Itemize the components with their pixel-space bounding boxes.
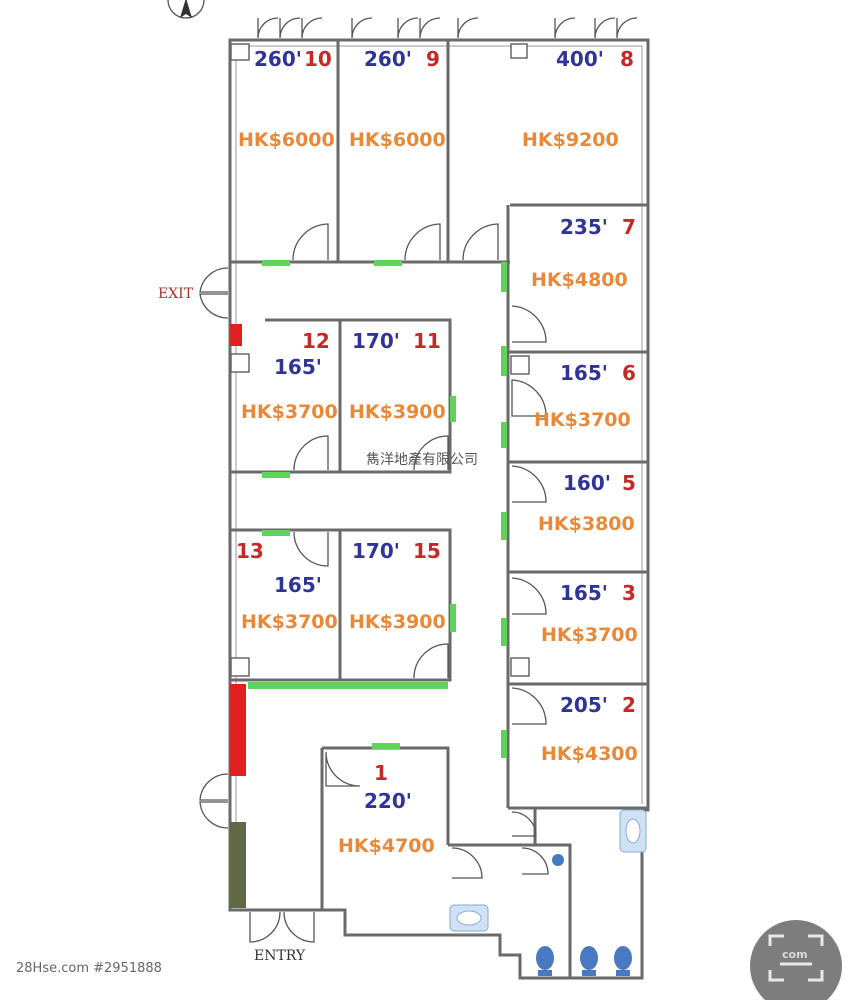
- room-size: 205': [560, 693, 608, 717]
- columns: [230, 43, 530, 677]
- room-size: 235': [560, 215, 608, 239]
- logo-text: com: [782, 948, 808, 961]
- room-number: 11: [413, 329, 441, 353]
- room-doors: [292, 223, 549, 879]
- toilet-icon: [580, 946, 598, 976]
- room-5: 160' 5 HK$3800: [538, 471, 636, 535]
- room-13: 13 165' HK$3700: [236, 539, 338, 633]
- room-price: HK$4700: [338, 835, 435, 857]
- room-number: 12: [302, 329, 330, 353]
- room-size: 220': [364, 789, 412, 813]
- room-number: 1: [374, 761, 388, 785]
- room-size: 170': [352, 539, 400, 563]
- room-price: HK$6000: [238, 129, 335, 151]
- room-number: 3: [622, 581, 636, 605]
- room-size: 260': [364, 47, 412, 71]
- room-number: 6: [622, 361, 636, 385]
- room-price: HK$3700: [241, 401, 338, 423]
- room-price: HK$3700: [541, 624, 638, 646]
- entry-door: [249, 911, 315, 943]
- room-size: 165': [274, 355, 322, 379]
- room-15: 170' 15 HK$3900: [349, 539, 446, 633]
- room-10: 260' 10 HK$6000: [238, 47, 335, 151]
- north-arrow-icon: [167, 0, 205, 19]
- agency-watermark: 雋洋地產有限公司: [366, 451, 478, 468]
- room-7: 235' 7 HK$4800: [531, 215, 636, 291]
- room-number: 5: [622, 471, 636, 495]
- room-size: 165': [560, 361, 608, 385]
- room-number: 10: [304, 47, 332, 71]
- exit-door: [199, 267, 229, 319]
- room-price: HK$9200: [522, 129, 619, 151]
- room-3: 165' 3 HK$3700: [541, 581, 638, 646]
- room-6: 165' 6 HK$3700: [534, 361, 636, 431]
- room-price: HK$3900: [349, 611, 446, 633]
- exit-label: EXIT: [158, 286, 194, 302]
- outer-walls: [228, 38, 650, 980]
- room-size: 165': [274, 573, 322, 597]
- room-size: 165': [560, 581, 608, 605]
- toilet-icon: [614, 946, 632, 976]
- entry-label: ENTRY: [254, 948, 306, 964]
- room-number: 13: [236, 539, 264, 563]
- fire-markers: [230, 324, 246, 908]
- room-size: 170': [352, 329, 400, 353]
- room-price: HK$4300: [541, 743, 638, 765]
- room-size: 160': [563, 471, 611, 495]
- room-price: HK$4800: [531, 269, 628, 291]
- interior-walls: [230, 40, 648, 978]
- room-size: 400': [556, 47, 604, 71]
- sink-icon: [619, 809, 647, 853]
- room-number: 2: [622, 693, 636, 717]
- room-size: 260': [254, 47, 302, 71]
- door-markers: [248, 260, 507, 758]
- top-doors: [257, 17, 638, 39]
- room-price: HK$3900: [349, 401, 446, 423]
- room-number: 9: [426, 47, 440, 71]
- room-1: 1 220' HK$4700: [338, 761, 435, 857]
- room-number: 15: [413, 539, 441, 563]
- room-number: 8: [620, 47, 634, 71]
- room-11: 170' 11 HK$3900: [349, 329, 446, 423]
- fixtures: [449, 809, 647, 976]
- room-number: 7: [622, 215, 636, 239]
- room-price: HK$3700: [534, 409, 631, 431]
- listing-id: 28Hse.com #2951888: [16, 961, 162, 976]
- room-price: HK$6000: [349, 129, 446, 151]
- toilet-icon: [536, 946, 554, 976]
- room-8: 400' 8 HK$9200: [522, 47, 634, 151]
- room-12: 12 165' HK$3700: [241, 329, 338, 423]
- sink-icon: [449, 904, 489, 932]
- toilet-icon: [552, 854, 564, 866]
- side-doors: [199, 773, 229, 829]
- room-price: HK$3800: [538, 513, 635, 535]
- room-9: 260' 9 HK$6000: [349, 47, 446, 151]
- room-price: HK$3700: [241, 611, 338, 633]
- logo-icon: com: [750, 920, 842, 1000]
- room-2: 205' 2 HK$4300: [541, 693, 638, 765]
